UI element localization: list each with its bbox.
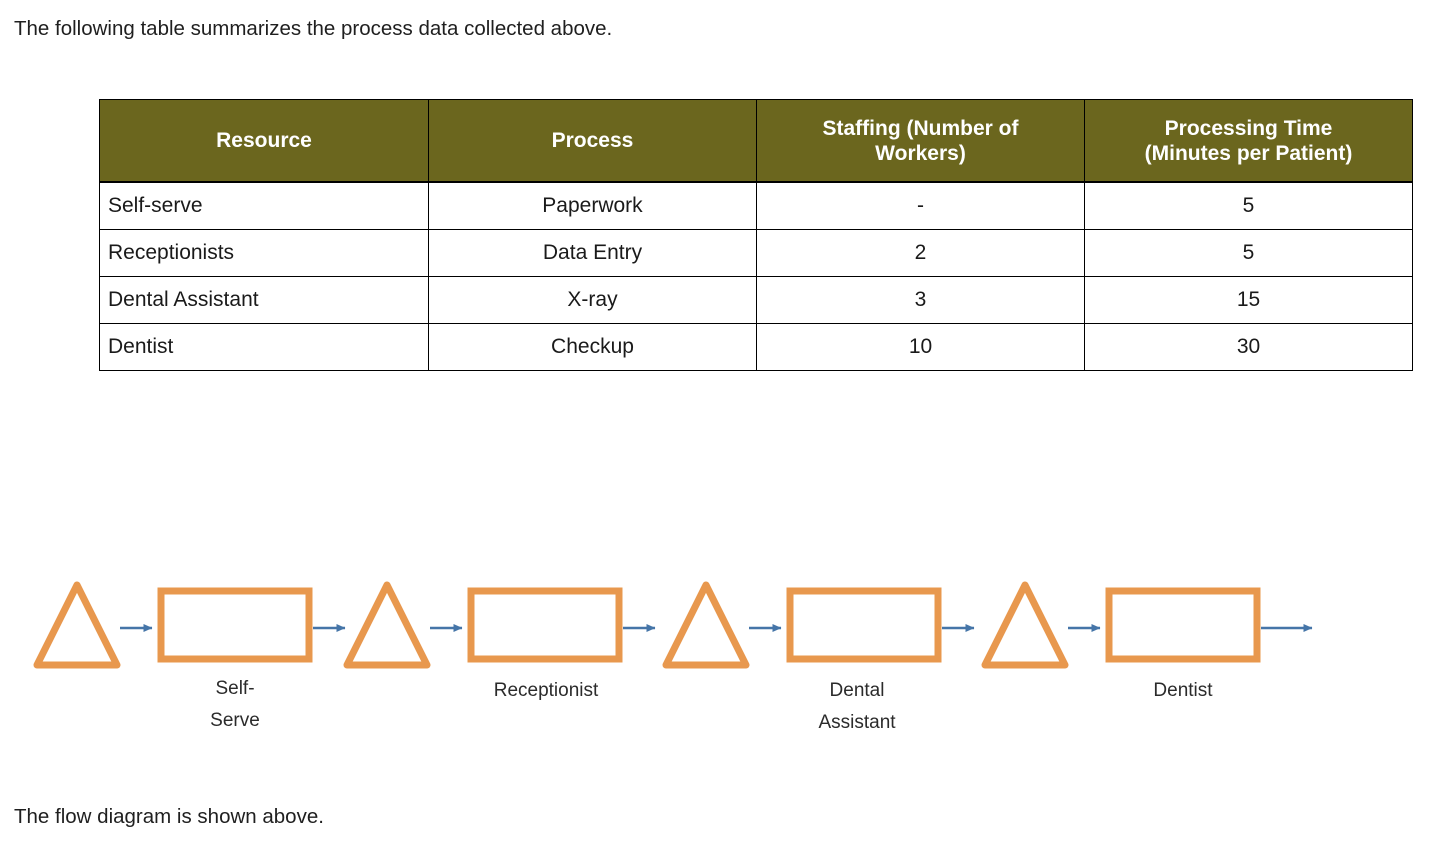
column-header-processing-time-line1: Processing Time bbox=[1164, 116, 1333, 140]
column-header-resource-line1: Resource bbox=[216, 129, 312, 152]
table-row: Receptionists Data Entry 2 5 bbox=[99, 229, 1413, 277]
table-row: Self-serve Paperwork - 5 bbox=[99, 181, 1413, 230]
column-header-process-line1: Process bbox=[551, 129, 634, 152]
cell-processing-time: 15 bbox=[1084, 276, 1413, 324]
cell-resource: Dentist bbox=[99, 323, 429, 371]
flow-node-rect-receptionist bbox=[467, 587, 623, 663]
cell-process: Checkup bbox=[428, 323, 757, 371]
column-header-staffing-line1: Staffing (Number of bbox=[822, 116, 1019, 140]
column-header-staffing-line2: Workers) bbox=[875, 141, 966, 165]
column-header-staffing: Staffing (Number of Workers) bbox=[756, 99, 1085, 183]
column-header-process: Process bbox=[428, 99, 757, 183]
cell-process: X-ray bbox=[428, 276, 757, 324]
flow-label-self-serve-line1: Self- bbox=[215, 678, 254, 699]
cell-staffing: - bbox=[756, 181, 1085, 230]
intro-paragraph: The following table summarizes the proce… bbox=[14, 17, 613, 40]
flow-label-receptionist: Receptionist bbox=[494, 680, 599, 701]
cell-staffing: 2 bbox=[756, 229, 1085, 277]
flow-label-dentist: Dentist bbox=[1153, 680, 1213, 701]
flow-node-triangle-4 bbox=[981, 581, 1069, 669]
cell-resource: Dental Assistant bbox=[99, 276, 429, 324]
flow-label-self-serve-line2: Serve bbox=[210, 710, 260, 731]
flow-label-dental-assistant-line1: Dental bbox=[830, 680, 885, 701]
cell-resource: Receptionists bbox=[99, 229, 429, 277]
flow-diagram-canvas: Self- Serve Receptionist Dental Assistan… bbox=[33, 581, 1313, 733]
cell-process: Data Entry bbox=[428, 229, 757, 277]
column-header-processing-time-line2: (Minutes per Patient) bbox=[1144, 141, 1353, 165]
cell-processing-time: 30 bbox=[1084, 323, 1413, 371]
cell-processing-time: 5 bbox=[1084, 181, 1413, 230]
column-header-resource: Resource bbox=[99, 99, 429, 183]
flow-node-rect-dentist bbox=[1105, 587, 1261, 663]
table-row: Dental Assistant X-ray 3 15 bbox=[99, 276, 1413, 324]
flow-node-rect-self-serve bbox=[157, 587, 313, 663]
cell-resource: Self-serve bbox=[99, 181, 429, 230]
flow-node-triangle-2 bbox=[343, 581, 431, 669]
process-data-table-container: Resource Process Staffing (Number of Wor… bbox=[99, 99, 1413, 371]
cell-staffing: 10 bbox=[756, 323, 1085, 371]
cell-process: Paperwork bbox=[428, 181, 757, 230]
process-data-table: Resource Process Staffing (Number of Wor… bbox=[99, 99, 1413, 371]
flow-node-rect-dental-assistant bbox=[786, 587, 942, 663]
outro-paragraph: The flow diagram is shown above. bbox=[14, 805, 324, 828]
column-header-processing-time: Processing Time (Minutes per Patient) bbox=[1084, 99, 1413, 183]
flow-label-dental-assistant-line2: Assistant bbox=[818, 712, 896, 733]
cell-staffing: 3 bbox=[756, 276, 1085, 324]
table-row: Dentist Checkup 10 30 bbox=[99, 323, 1413, 371]
table-body: Self-serve Paperwork - 5 Receptionists D… bbox=[99, 181, 1413, 371]
flow-node-triangle-3 bbox=[662, 581, 750, 669]
table-header-row: Resource Process Staffing (Number of Wor… bbox=[99, 99, 1413, 183]
flow-node-triangle-1 bbox=[33, 581, 121, 669]
cell-processing-time: 5 bbox=[1084, 229, 1413, 277]
process-flow-diagram: Self- Serve Receptionist Dental Assistan… bbox=[0, 560, 1436, 760]
table-header: Resource Process Staffing (Number of Wor… bbox=[99, 99, 1413, 183]
